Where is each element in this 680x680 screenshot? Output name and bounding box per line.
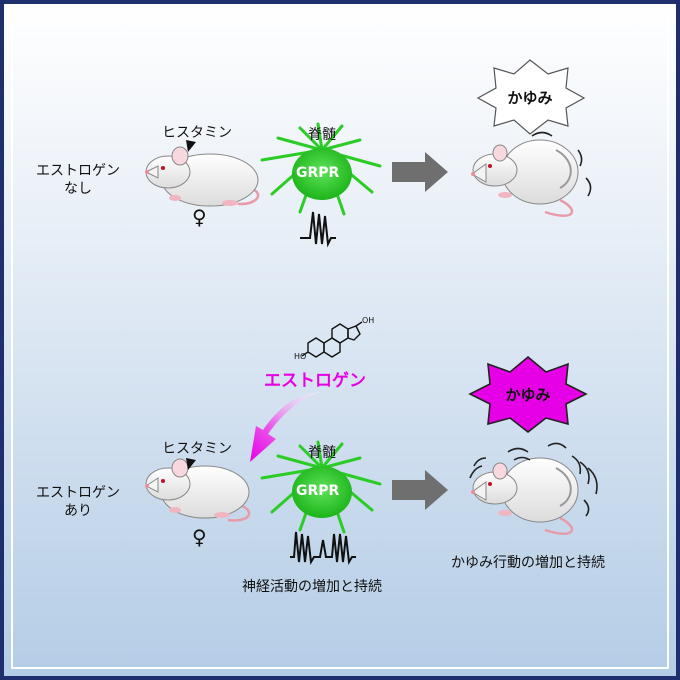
oh-label-top: OH [362, 316, 375, 325]
rat-icon-bottom-right [471, 457, 579, 535]
spinal-cord-label-top: 脊髄 [308, 127, 336, 143]
estrogen-molecule-icon [301, 321, 363, 358]
itch-label-top: かゆみ [507, 89, 553, 107]
histamine-label-bottom: ヒスタミン [162, 441, 232, 457]
rat-icon-bottom-left [145, 458, 251, 522]
scratch-marks-bottom [469, 442, 598, 517]
estrogen-label: エストロゲン [264, 371, 366, 391]
spinal-cord-label-bottom: 脊髄 [308, 445, 336, 461]
itch-burst-top [476, 59, 586, 135]
oh-label-bottom: HO [294, 352, 307, 361]
female-symbol-bottom: ♀ [192, 525, 207, 549]
itch-burst-bottom [468, 355, 588, 434]
injection-marker-top [186, 140, 196, 152]
process-arrow-top [392, 152, 448, 192]
condition-label-without-estrogen: エストロゲン なし [36, 163, 120, 197]
grpr-neuron-top [260, 122, 382, 216]
neural-activity-caption: 神経活動の増加と持続 [242, 579, 382, 595]
neural-spikes-bottom [290, 531, 356, 566]
scratch-marks-top [531, 131, 592, 197]
grpr-label-top: GRPR [296, 165, 340, 181]
itch-label-bottom: かゆみ [505, 386, 551, 404]
grpr-label-bottom: GRPR [296, 483, 340, 499]
injection-marker-bottom [186, 458, 196, 470]
estrogen-effect-arrow [250, 392, 322, 462]
itch-behavior-caption: かゆみ行動の増加と持続 [451, 555, 605, 571]
histamine-label-top: ヒスタミン [162, 125, 232, 141]
condition-label-with-estrogen: エストロゲン あり [36, 485, 120, 519]
rat-icon-top-left [144, 146, 260, 207]
figure-inner-border [11, 11, 669, 669]
rat-icon-top-right [471, 139, 579, 217]
neural-spikes-top [300, 211, 336, 248]
female-symbol-top: ♀ [192, 205, 207, 229]
process-arrow-bottom [392, 470, 448, 510]
grpr-neuron-bottom [260, 440, 382, 534]
